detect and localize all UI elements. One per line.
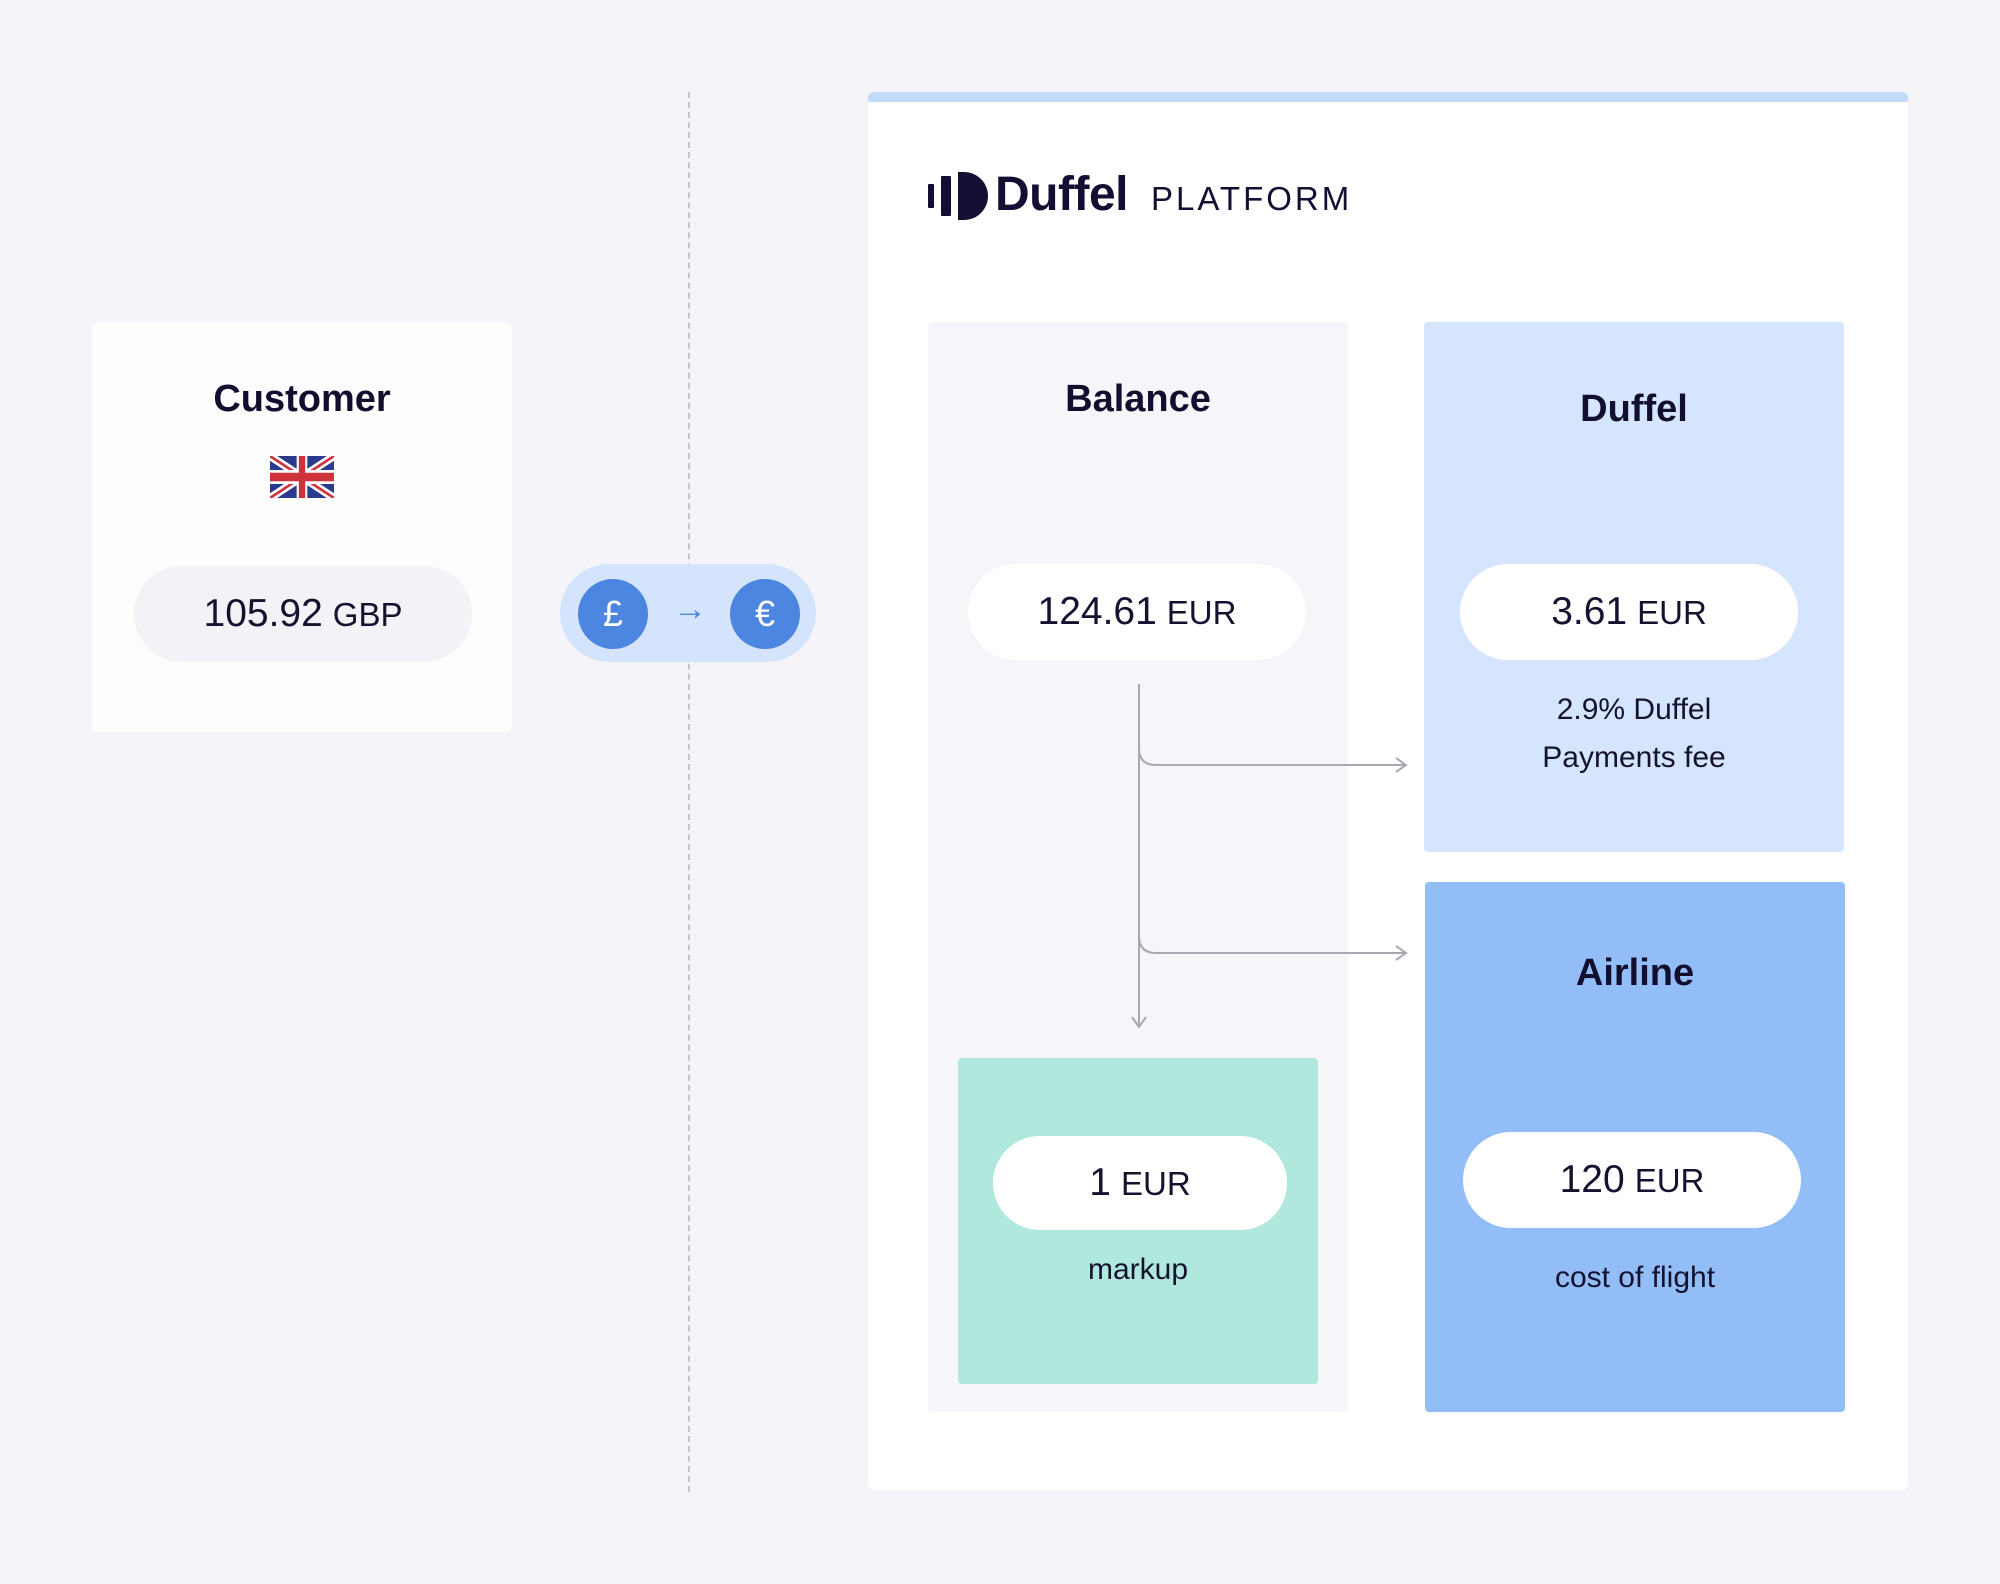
markup-amount-pill: 1 EUR <box>993 1136 1287 1230</box>
brand-name: Duffel <box>995 168 1128 221</box>
duffel-logo-icon <box>928 172 988 220</box>
airline-amount-pill: 120 EUR <box>1463 1132 1801 1228</box>
divider-line <box>688 92 690 1492</box>
airline-amount: 120 <box>1559 1158 1625 1201</box>
duffel-caption-line2: Payments fee <box>1542 741 1726 774</box>
customer-card: Customer 105.92 GBP <box>92 322 512 732</box>
arrow-right-icon: → <box>673 590 707 628</box>
pound-coin-icon: £ <box>578 579 648 649</box>
customer-amount-pill: 105.92 GBP <box>134 566 472 662</box>
airline-title: Airline <box>1575 952 1695 994</box>
duffel-title: Duffel <box>1580 388 1688 430</box>
duffel-caption-line1: 2.9% Duffel <box>1556 693 1712 726</box>
platform-top-bar <box>868 92 1908 102</box>
balance-title: Balance <box>1065 378 1211 420</box>
euro-coin-icon: € <box>730 579 800 649</box>
markup-currency: EUR <box>1121 1165 1191 1202</box>
platform-label: PLATFORM <box>1151 180 1353 217</box>
duffel-amount-pill: 3.61 EUR <box>1460 564 1798 660</box>
duffel-fee-box: Duffel 3.61 EUR 2.9% Duffel Payments fee <box>1424 322 1844 852</box>
balance-currency: EUR <box>1166 594 1237 631</box>
markup-amount: 1 <box>1089 1161 1111 1204</box>
airline-currency: EUR <box>1634 1162 1705 1199</box>
airline-caption: cost of flight <box>1554 1261 1716 1294</box>
balance-amount: 124.61 <box>1037 590 1157 633</box>
customer-amount: 105.92 <box>203 592 323 635</box>
duffel-amount: 3.61 <box>1551 590 1628 633</box>
duffel-currency: EUR <box>1637 594 1707 631</box>
markup-caption: markup <box>1087 1253 1189 1286</box>
balance-amount-pill: 124.61 EUR <box>968 564 1306 660</box>
markup-box: 1 EUR markup <box>958 1058 1318 1384</box>
customer-title: Customer <box>213 378 391 420</box>
uk-flag-icon <box>270 456 334 498</box>
airline-box: Airline 120 EUR cost of flight <box>1425 882 1845 1412</box>
customer-currency: GBP <box>332 596 403 633</box>
currency-converter: £ → € <box>560 564 816 662</box>
